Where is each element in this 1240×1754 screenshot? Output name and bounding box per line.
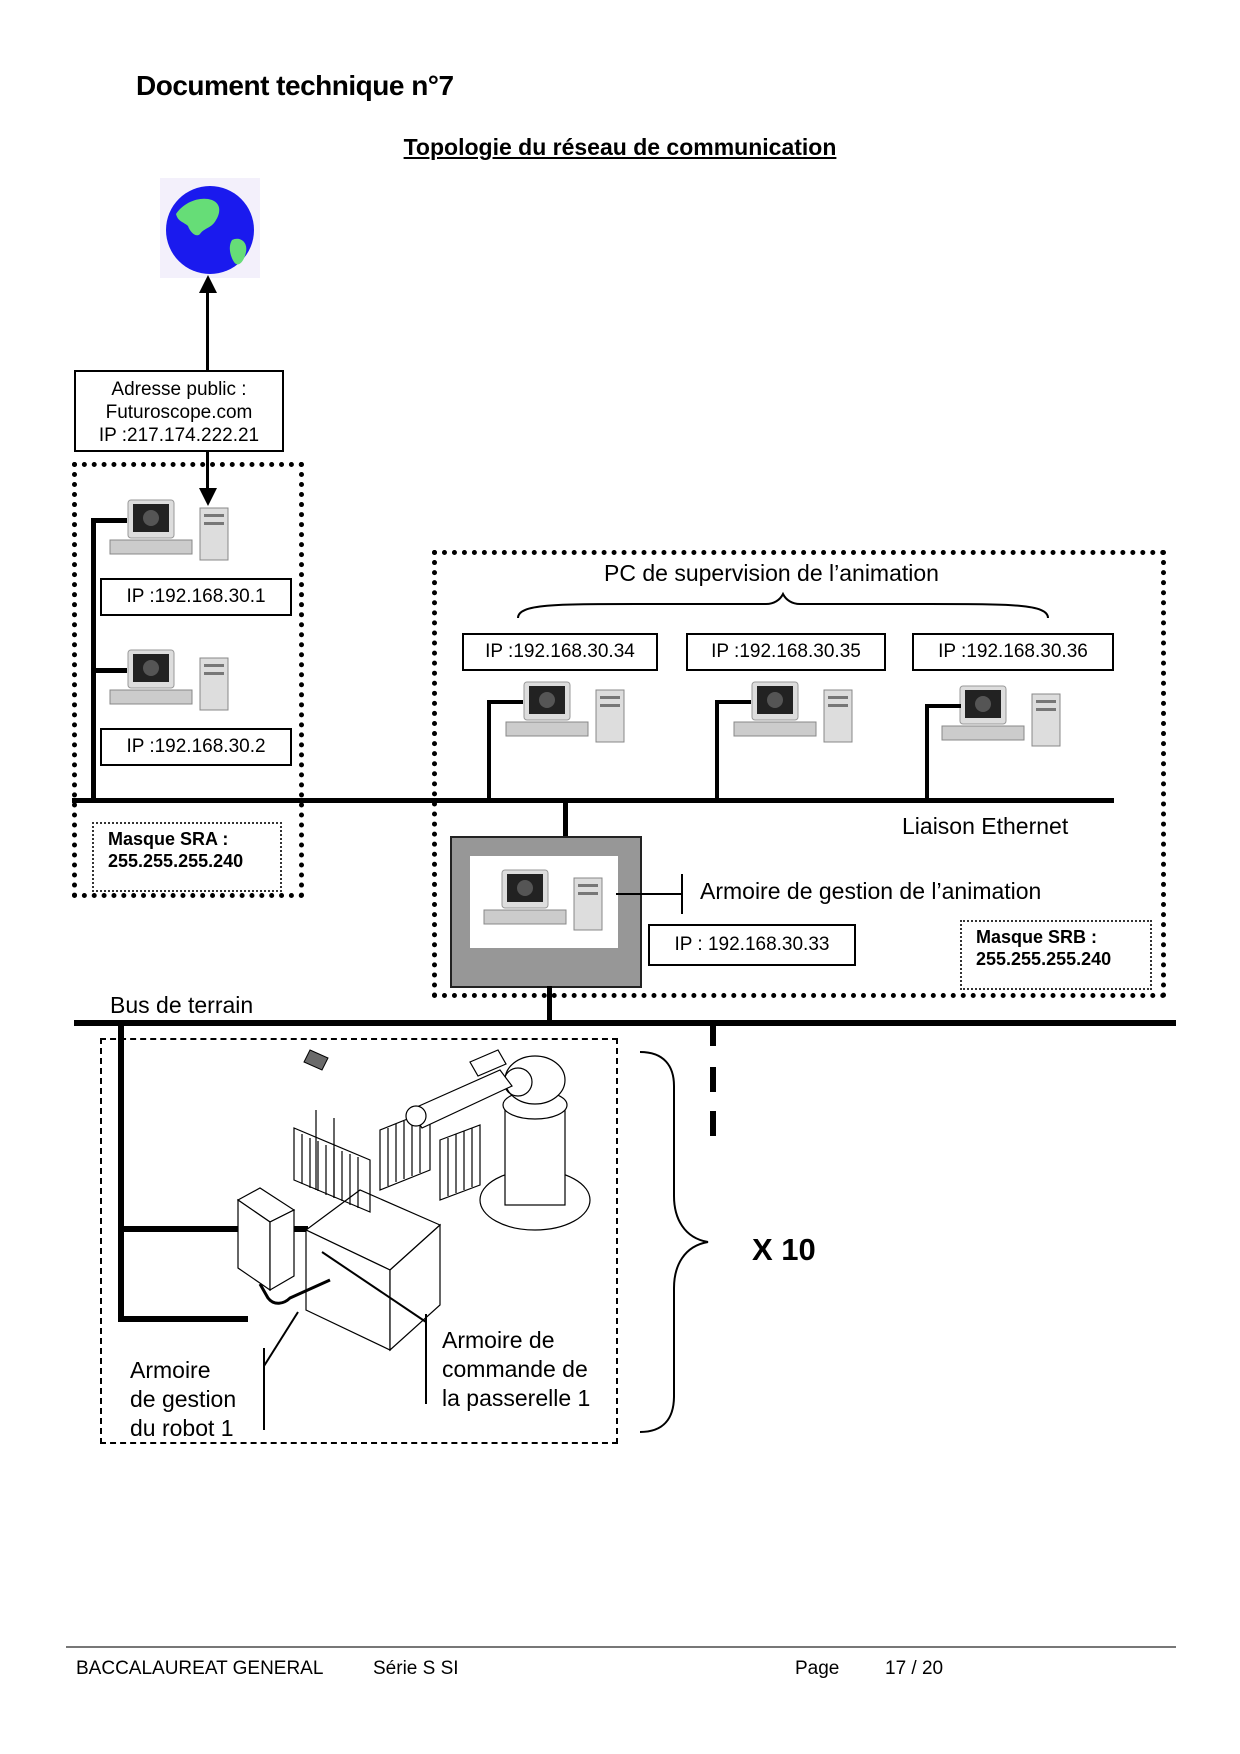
downlink-wire (206, 452, 209, 492)
robot-cell-zone (100, 1038, 618, 1444)
supervision-group-label: PC de supervision de l’animation (604, 560, 939, 586)
multiplier-label: X 10 (752, 1232, 816, 1267)
arrow-up-icon (199, 275, 217, 293)
bridge-callout-line (321, 1251, 427, 1323)
desktop-computer-icon (941, 685, 1061, 747)
pc35-link (715, 700, 751, 704)
cell-bus-to-bridge (118, 1226, 308, 1232)
cabinet-uplink (563, 800, 568, 838)
fieldbus-drop-dash (710, 1067, 716, 1092)
robot-callout-line (263, 1311, 299, 1367)
document-title: Document technique n°7 (136, 70, 454, 101)
robot-cabinet-label-line: du robot 1 (130, 1415, 234, 1441)
pc2-link (91, 668, 127, 673)
subnet-a-zone (72, 462, 304, 898)
robot-callout-tick (263, 1348, 265, 1430)
fieldbus-drop-dash (710, 1024, 716, 1046)
public-address-line: IP :217.174.222.21 (98, 425, 260, 446)
robot-cabinet-label-line: de gestion (130, 1386, 237, 1412)
mask-srb-box: Masque SRB : 255.255.255.240 (960, 920, 1152, 990)
document-subtitle: Topologie du réseau de communication (0, 134, 1240, 161)
robot-cabinet-label: Armoire de gestion du robot 1 (130, 1356, 236, 1443)
globe-icon (160, 178, 260, 278)
pc1-link (91, 518, 127, 523)
brace-icon (639, 1051, 709, 1433)
animation-cabinet-label: Armoire de gestion de l’animation (700, 878, 1042, 904)
ip-box: IP :192.168.30.1 (100, 578, 292, 616)
footer-exam: BACCALAUREAT GENERAL (76, 1658, 324, 1679)
fieldbus-line (74, 1020, 1176, 1026)
cell-bus-to-robot (118, 1316, 248, 1322)
mask-srb-value: 255.255.255.240 (976, 949, 1112, 969)
footer-page-label: Page (795, 1658, 840, 1679)
pc36-drop (925, 704, 929, 800)
desktop-computer-icon (483, 869, 603, 931)
subtitle-text: Topologie du réseau de communication (403, 134, 837, 160)
subnet-b-zone (432, 550, 1166, 998)
cabinet-callout-line (616, 893, 682, 895)
bridge-cabinet-label-line: Armoire de (442, 1327, 555, 1353)
bridge-cabinet-label-line: commande de (442, 1356, 588, 1382)
cabinet-callout-tick (681, 874, 683, 914)
cabinet-downlink (547, 986, 552, 1026)
robot-bridge-illustration (236, 1049, 591, 1352)
mask-sra-value: 255.255.255.240 (108, 851, 244, 871)
brace-icon (517, 591, 1049, 619)
ip-box: IP :192.168.30.34 (462, 633, 658, 671)
robot-cabinet-label-line: Armoire (130, 1357, 211, 1383)
pc35-drop (715, 700, 719, 800)
ethernet-link-label: Liaison Ethernet (902, 813, 1069, 839)
ip-box: IP :192.168.30.35 (686, 633, 886, 671)
bridge-cabinet-label-line: la passerelle 1 (442, 1385, 591, 1411)
fieldbus-drop-dash (710, 1111, 716, 1136)
ip-box: IP :192.168.30.36 (912, 633, 1114, 671)
subnet-a-vertical-wire (91, 518, 96, 802)
desktop-computer-icon (109, 649, 229, 711)
bridge-callout-tick (425, 1314, 427, 1404)
arrow-down-icon (199, 488, 217, 506)
cabinet-ip-box: IP : 192.168.30.33 (648, 924, 856, 966)
public-address-line: Adresse public : (111, 379, 247, 400)
public-address-box: Adresse public : Futuroscope.com IP :217… (74, 370, 284, 452)
ip-box: IP :192.168.30.2 (100, 728, 292, 766)
fieldbus-label: Bus de terrain (110, 992, 254, 1018)
footer-series: Série S SI (373, 1658, 459, 1679)
pc36-link (925, 704, 961, 708)
uplink-wire (206, 290, 209, 370)
pc34-link (487, 700, 523, 704)
public-address-line: Futuroscope.com (105, 402, 253, 423)
desktop-computer-icon (505, 681, 625, 743)
desktop-computer-icon (109, 499, 229, 561)
mask-sra-title: Masque SRA : (108, 829, 229, 849)
animation-cabinet (450, 836, 642, 988)
mask-sra-box: Masque SRA : 255.255.255.240 (92, 822, 282, 892)
desktop-computer-icon (733, 681, 853, 743)
ethernet-backbone (72, 798, 1114, 803)
footer-divider (66, 1646, 1176, 1648)
cell-bus-vertical (118, 1024, 124, 1322)
mask-srb-title: Masque SRB : (976, 927, 1098, 947)
bridge-cabinet-label: Armoire de commande de la passerelle 1 (442, 1326, 590, 1413)
footer-page-number: 17 / 20 (885, 1658, 944, 1679)
pc34-drop (487, 700, 491, 800)
